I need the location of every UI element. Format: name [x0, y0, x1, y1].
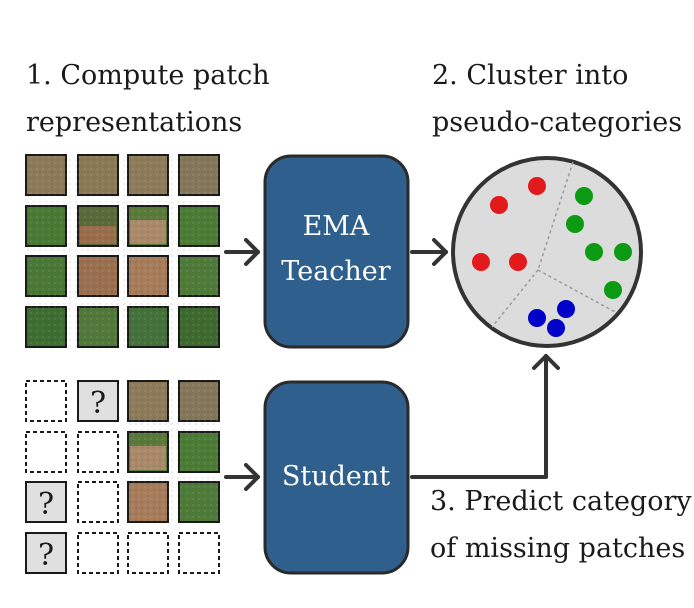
masked-patch: [178, 532, 220, 574]
patch: [178, 255, 220, 297]
question-mark: ?: [38, 487, 54, 522]
patch: [178, 380, 220, 422]
patch: [25, 205, 67, 247]
cluster-boundaries: [491, 161, 618, 328]
blue-point: [528, 309, 546, 327]
red-point: [472, 253, 490, 271]
patch: [77, 154, 119, 196]
red-point: [509, 253, 527, 271]
step3-label-line2: of missing patches: [430, 533, 686, 564]
patch: [178, 306, 220, 348]
teacher-label-line2: Teacher: [281, 256, 390, 287]
patch: [178, 481, 220, 523]
question-patch: [25, 481, 67, 523]
step3-label-line1: 3. Predict category: [430, 486, 692, 517]
arrow-grid-to-teacher: [224, 238, 260, 266]
question-patch: [77, 380, 119, 422]
red-point: [490, 196, 508, 214]
patch: [127, 306, 169, 348]
capybara-part: [80, 226, 116, 244]
patch: [178, 154, 220, 196]
patch: [127, 154, 169, 196]
patch: [127, 380, 169, 422]
masked-patch: [77, 431, 119, 473]
masked-patch: [77, 481, 119, 523]
step1-label-line1: 1. Compute patch: [26, 60, 270, 91]
green-point: [585, 243, 603, 261]
patch: [25, 255, 67, 297]
patch: [127, 255, 169, 297]
capybara-part: [130, 446, 166, 470]
green-point: [604, 281, 622, 299]
masked-patch: [77, 532, 119, 574]
question-mark: ?: [38, 538, 54, 573]
student-box: Student: [263, 380, 410, 575]
teacher-patch-grid: [25, 154, 220, 348]
red-point: [528, 177, 546, 195]
arrows: [224, 238, 560, 491]
arrow-student-to-cluster: [410, 354, 560, 479]
arrow-grid-to-student: [224, 463, 260, 491]
green-point: [566, 215, 584, 233]
patch: [178, 431, 220, 473]
cluster-circle: [451, 156, 643, 348]
blue-point: [557, 300, 575, 318]
green-point: [575, 187, 593, 205]
patch: [77, 255, 119, 297]
capybara-part: [130, 220, 166, 244]
arrow-teacher-to-cluster: [410, 238, 448, 266]
masked-patch: [25, 380, 67, 422]
ema-teacher-box: EMA Teacher: [263, 154, 410, 349]
patch: [25, 154, 67, 196]
step2-label-line2: pseudo-categories: [432, 107, 683, 138]
patch: [178, 205, 220, 247]
teacher-label-line1: EMA: [303, 211, 370, 242]
patch: [77, 306, 119, 348]
step1-label-line2: representations: [26, 107, 243, 138]
blue-point: [547, 319, 565, 337]
question-patch: [25, 532, 67, 574]
student-patch-grid: ? ? ?: [25, 380, 220, 574]
question-mark: ?: [90, 386, 106, 421]
patch: [127, 481, 169, 523]
masked-patch: [25, 431, 67, 473]
masked-patch: [127, 532, 169, 574]
student-label: Student: [282, 461, 390, 492]
green-point: [614, 243, 632, 261]
patch: [25, 306, 67, 348]
step2-label-line1: 2. Cluster into: [432, 60, 629, 91]
